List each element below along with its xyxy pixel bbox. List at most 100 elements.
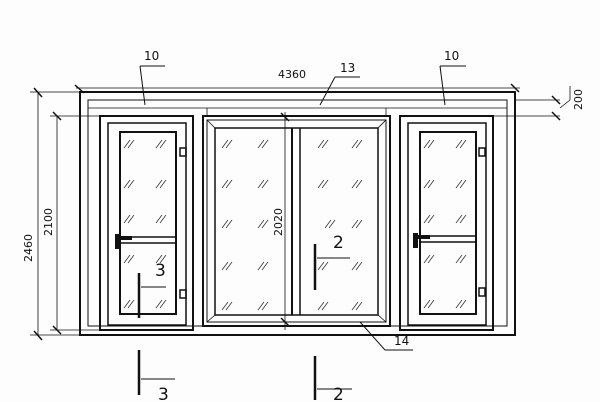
glass-hatch-mark [257,179,265,189]
glass-hatch-mark [127,254,135,264]
glass-hatch-mark [455,139,463,149]
section-2-label-bottom: 2 [333,385,344,402]
callout-left-door: 10 [144,49,159,63]
section-3-label-top: 3 [155,261,166,281]
glass-hatch-mark [321,139,329,149]
dimension-lines [30,83,571,341]
glass-hatch-mark [423,214,431,224]
glass-hatch-mark [221,179,229,189]
glass-hatch-mark [455,254,463,264]
glass-hatch-mark [123,214,131,224]
hinge-icon [179,147,187,157]
glass-hatch-mark [459,299,467,309]
glass-hatch-mark [225,139,233,149]
center-window [202,115,391,327]
callout-leaders [139,65,466,351]
glass-hatch-mark [355,301,363,311]
glass-hatch-mark [321,301,329,311]
glass-hatch-mark [459,254,467,264]
door-handle-icon [413,233,418,248]
glass-hatch-mark [225,261,233,271]
glass-hatch-mark [257,261,265,271]
glass-hatch-mark [123,254,131,264]
glass-hatch-mark [351,261,359,271]
glass-hatch-mark [351,301,359,311]
glass-hatch-mark [423,139,431,149]
glass-hatch-mark [351,179,359,189]
glass-hatch-mark [427,214,435,224]
glass-hatch-mark [159,254,167,264]
glass-hatch-mark [261,261,269,271]
glass-hatch-mark [225,179,233,189]
glass-hatch-mark [317,301,325,311]
glass-hatch-mark [351,139,359,149]
glass-hatch-mark [355,179,363,189]
glass-hatch-mark [261,219,269,229]
glass-hatch-mark [328,219,336,229]
glass-hatch-mark [123,299,131,309]
glass-hatch-mark [127,299,135,309]
glass-hatch-mark [159,179,167,189]
section-3-label-bottom: 3 [158,385,169,402]
glass-hatch-mark [221,261,229,271]
glass-hatch-mark [127,214,135,224]
glass-hatch-mark [321,261,329,271]
glass-hatch-mark [225,301,233,311]
glass-hatch-mark [159,299,167,309]
callout-right-door: 10 [444,49,459,63]
glass-hatch-mark [455,214,463,224]
glass-hatch-mark [257,139,265,149]
glass-hatch-mark [423,254,431,264]
glass-hatch-mark [159,139,167,149]
glass-hatch-mark [355,261,363,271]
dim-center-height: 2020 [272,208,285,236]
glass-hatch-mark [427,299,435,309]
dim-door-height: 2100 [42,208,55,236]
glass-hatch-mark [257,301,265,311]
glass-hatch-mark [317,139,325,149]
glass-hatch-mark [127,179,135,189]
dim-overall-height: 2460 [22,234,35,262]
glass-hatch-mark [155,254,163,264]
glass-hatch-mark [155,299,163,309]
glass-hatch-mark [427,254,435,264]
glass-hatch-mark [123,179,131,189]
glass-hatch-mark [355,219,363,229]
glass-hatching [123,139,467,311]
glass-hatch-mark [427,139,435,149]
hinge-icon [478,147,486,157]
glass-hatch-mark [317,261,325,271]
glass-hatch-mark [261,139,269,149]
glass-hatch-mark [159,214,167,224]
glass-hatch-mark [261,301,269,311]
section-2-label-top: 2 [333,233,344,253]
glass-hatch-mark [155,179,163,189]
glass-hatch-mark [257,219,265,229]
glass-hatch-mark [123,139,131,149]
glass-hatch-mark [427,179,435,189]
glass-hatch-mark [221,219,229,229]
dim-top-panel: 200 [572,89,585,110]
door-handle-icon [115,234,120,249]
glass-hatch-mark [127,139,135,149]
glass-hatch-mark [455,179,463,189]
glass-hatch-mark [155,139,163,149]
hinge-icon [478,287,486,297]
glass-hatch-mark [321,179,329,189]
left-door [99,115,194,331]
glass-hatch-mark [221,301,229,311]
glass-hatch-mark [459,179,467,189]
glass-hatch-mark [225,219,233,229]
glass-hatch-mark [155,214,163,224]
glass-hatch-mark [455,299,463,309]
glass-hatch-mark [423,179,431,189]
glass-hatch-mark [423,299,431,309]
glass-hatch-mark [355,139,363,149]
glass-hatch-mark [351,219,359,229]
section-markers [137,244,352,400]
right-door [399,115,494,331]
hinge-icon [179,289,187,299]
glass-hatch-mark [459,139,467,149]
